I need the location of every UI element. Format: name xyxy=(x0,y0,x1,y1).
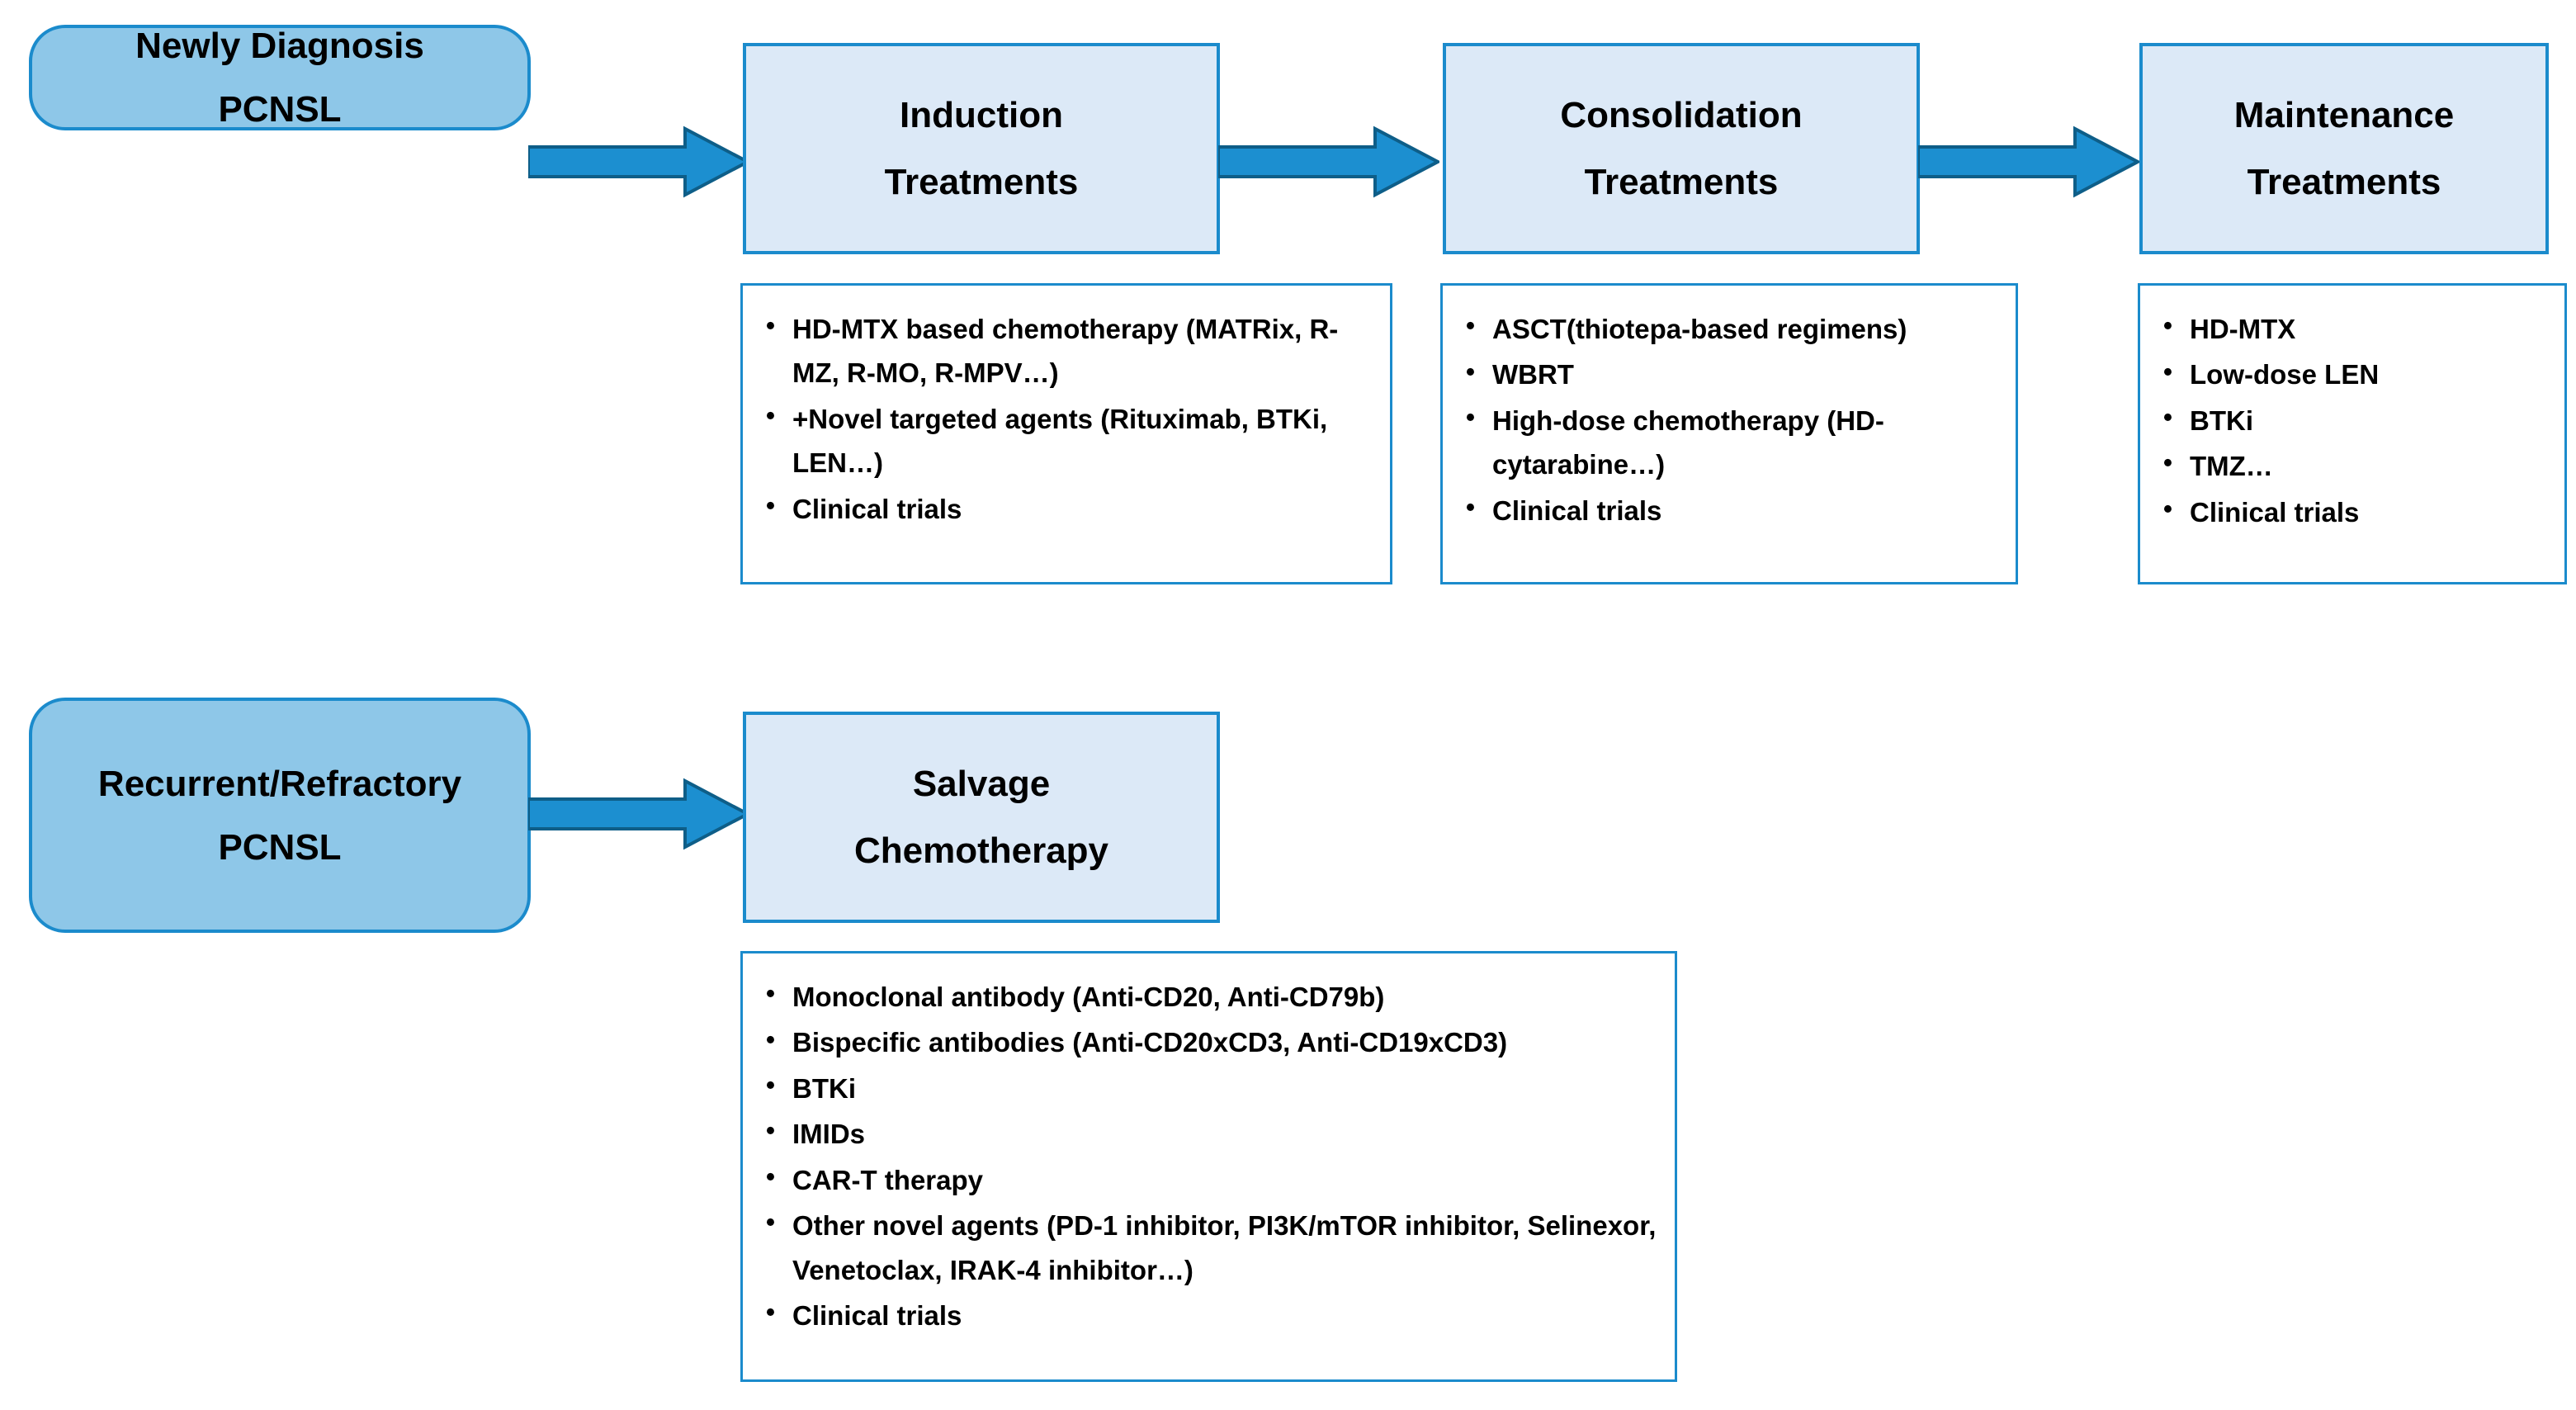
list-item: High-dose chemotherapy (HD-cytarabine…) xyxy=(1454,397,2001,487)
stage-header-induction[interactable]: Induction Treatments xyxy=(743,43,1220,254)
list-item: WBRT xyxy=(1454,352,2001,396)
bullet-box-salvage: Monoclonal antibody (Anti-CD20, Anti-CD7… xyxy=(740,951,1677,1382)
bullet-box-consolidation: ASCT(thiotepa-based regimens) WBRT High-… xyxy=(1440,283,2018,584)
list-item: Low-dose LEN xyxy=(2152,352,2550,396)
node-label-line: Newly Diagnosis xyxy=(135,26,424,66)
node-label-line: Recurrent/Refractory xyxy=(97,763,462,804)
arrow-induction-to-consolidation xyxy=(1218,124,1439,200)
stage-header-line: Treatments xyxy=(1584,162,1779,202)
list-item: Clinical trials xyxy=(754,1292,1660,1337)
node-label-line: PCNSL xyxy=(218,826,342,868)
list-item: Clinical trials xyxy=(2152,489,2550,534)
arrow-newly-to-induction xyxy=(528,124,749,200)
right-arrow-icon xyxy=(1218,125,1439,198)
stage-header-salvage[interactable]: Salvage Chemotherapy xyxy=(743,712,1220,923)
list-item: ASCT(thiotepa-based regimens) xyxy=(1454,305,2001,351)
stage-header-line: Salvage xyxy=(912,763,1051,804)
bullet-list-maintenance: HD-MTX Low-dose LEN BTKi TMZ… Clinical t… xyxy=(2152,305,2550,534)
stage-header-maintenance[interactable]: Maintenance Treatments xyxy=(2139,43,2549,254)
stage-header-line: Chemotherapy xyxy=(853,830,1109,871)
list-item: Clinical trials xyxy=(1454,487,2001,532)
bullet-list-induction: HD-MTX based chemotherapy (MATRix, R-MZ,… xyxy=(754,305,1375,531)
list-item: +Novel targeted agents (Rituximab, BTKi,… xyxy=(754,395,1375,485)
list-item: Bispecific antibodies (Anti-CD20xCD3, An… xyxy=(754,1020,1660,1064)
list-item: HD-MTX based chemotherapy (MATRix, R-MZ,… xyxy=(754,305,1375,395)
list-item: Other novel agents (PD-1 inhibitor, PI3K… xyxy=(754,1202,1660,1292)
right-arrow-icon xyxy=(528,125,749,198)
list-item: BTKi xyxy=(2152,397,2550,442)
list-item: BTKi xyxy=(754,1065,1660,1110)
arrow-consolidation-to-maintenance xyxy=(1918,124,2139,200)
node-label-line: PCNSL xyxy=(218,89,342,130)
stage-header-line: Induction xyxy=(900,94,1063,135)
arrow-recurrent-to-salvage xyxy=(528,776,749,852)
list-item: CAR-T therapy xyxy=(754,1157,1660,1202)
bullet-list-consolidation: ASCT(thiotepa-based regimens) WBRT High-… xyxy=(1454,305,2001,532)
list-item: Clinical trials xyxy=(754,485,1375,531)
list-item: IMIDs xyxy=(754,1110,1660,1156)
stage-header-line: Consolidation xyxy=(1560,94,1803,135)
stage-header-line: Maintenance xyxy=(2233,94,2455,135)
stage-header-consolidation[interactable]: Consolidation Treatments xyxy=(1443,43,1920,254)
node-newly-diagnosis-pcnsl[interactable]: Newly Diagnosis PCNSL xyxy=(29,25,531,130)
stage-header-line: Treatments xyxy=(884,162,1079,202)
list-item: TMZ… xyxy=(2152,442,2550,488)
list-item: Monoclonal antibody (Anti-CD20, Anti-CD7… xyxy=(754,973,1660,1019)
bullet-box-maintenance: HD-MTX Low-dose LEN BTKi TMZ… Clinical t… xyxy=(2138,283,2567,584)
bullet-box-induction: HD-MTX based chemotherapy (MATRix, R-MZ,… xyxy=(740,283,1392,584)
right-arrow-icon xyxy=(1918,125,2139,198)
list-item: HD-MTX xyxy=(2152,305,2550,351)
stage-header-line: Treatments xyxy=(2247,162,2441,202)
bullet-list-salvage: Monoclonal antibody (Anti-CD20, Anti-CD7… xyxy=(754,973,1660,1338)
node-recurrent-refractory-pcnsl[interactable]: Recurrent/Refractory PCNSL xyxy=(29,698,531,933)
right-arrow-icon xyxy=(528,778,749,850)
